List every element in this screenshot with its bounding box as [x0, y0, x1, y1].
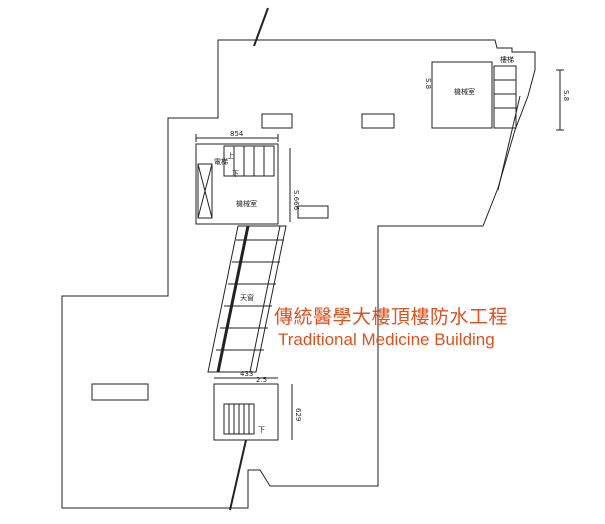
dim-upper-right-height: S.8 — [562, 90, 570, 101]
label-machine-room-right: 機械室 — [454, 87, 475, 96]
top-room — [195, 143, 279, 225]
title-chinese: 傳統醫學大樓頂樓防水工程 — [274, 306, 509, 328]
label-machine-room-top: 機械室 — [236, 199, 257, 208]
label-skylight: 天窗 — [240, 293, 254, 302]
elevator-shaft — [197, 163, 213, 219]
stair-box-right — [493, 65, 517, 129]
roof-vent-2 — [361, 113, 395, 129]
label-stair-down: 下 — [232, 170, 239, 178]
roof-vent-1 — [261, 113, 293, 129]
dim-bottom-room-ledge: 2.5 — [256, 376, 267, 384]
roof-vent-3 — [91, 383, 149, 401]
dim-top-room-height: S.666 — [292, 190, 300, 211]
roof-vent-4 — [297, 205, 329, 219]
dim-bottom-room-width: 433 — [240, 370, 253, 378]
label-stair-right: 樓梯 — [500, 55, 514, 64]
label-stair-down-bottom: 下 — [258, 426, 265, 434]
dim-top-room-width: 854 — [230, 130, 244, 138]
machine-room-right — [431, 61, 493, 129]
label-stair-up: 上 — [227, 151, 234, 160]
label-elevator: 電梯 — [214, 157, 228, 166]
dim-bottom-room-height: 629 — [294, 408, 302, 421]
skylight-band — [207, 225, 287, 373]
slope-line-right — [497, 95, 521, 191]
roof-outline — [61, 39, 536, 509]
title-english: Traditional Medicine Building — [278, 330, 495, 349]
dim-upper-right-side: S.8 — [424, 78, 432, 89]
